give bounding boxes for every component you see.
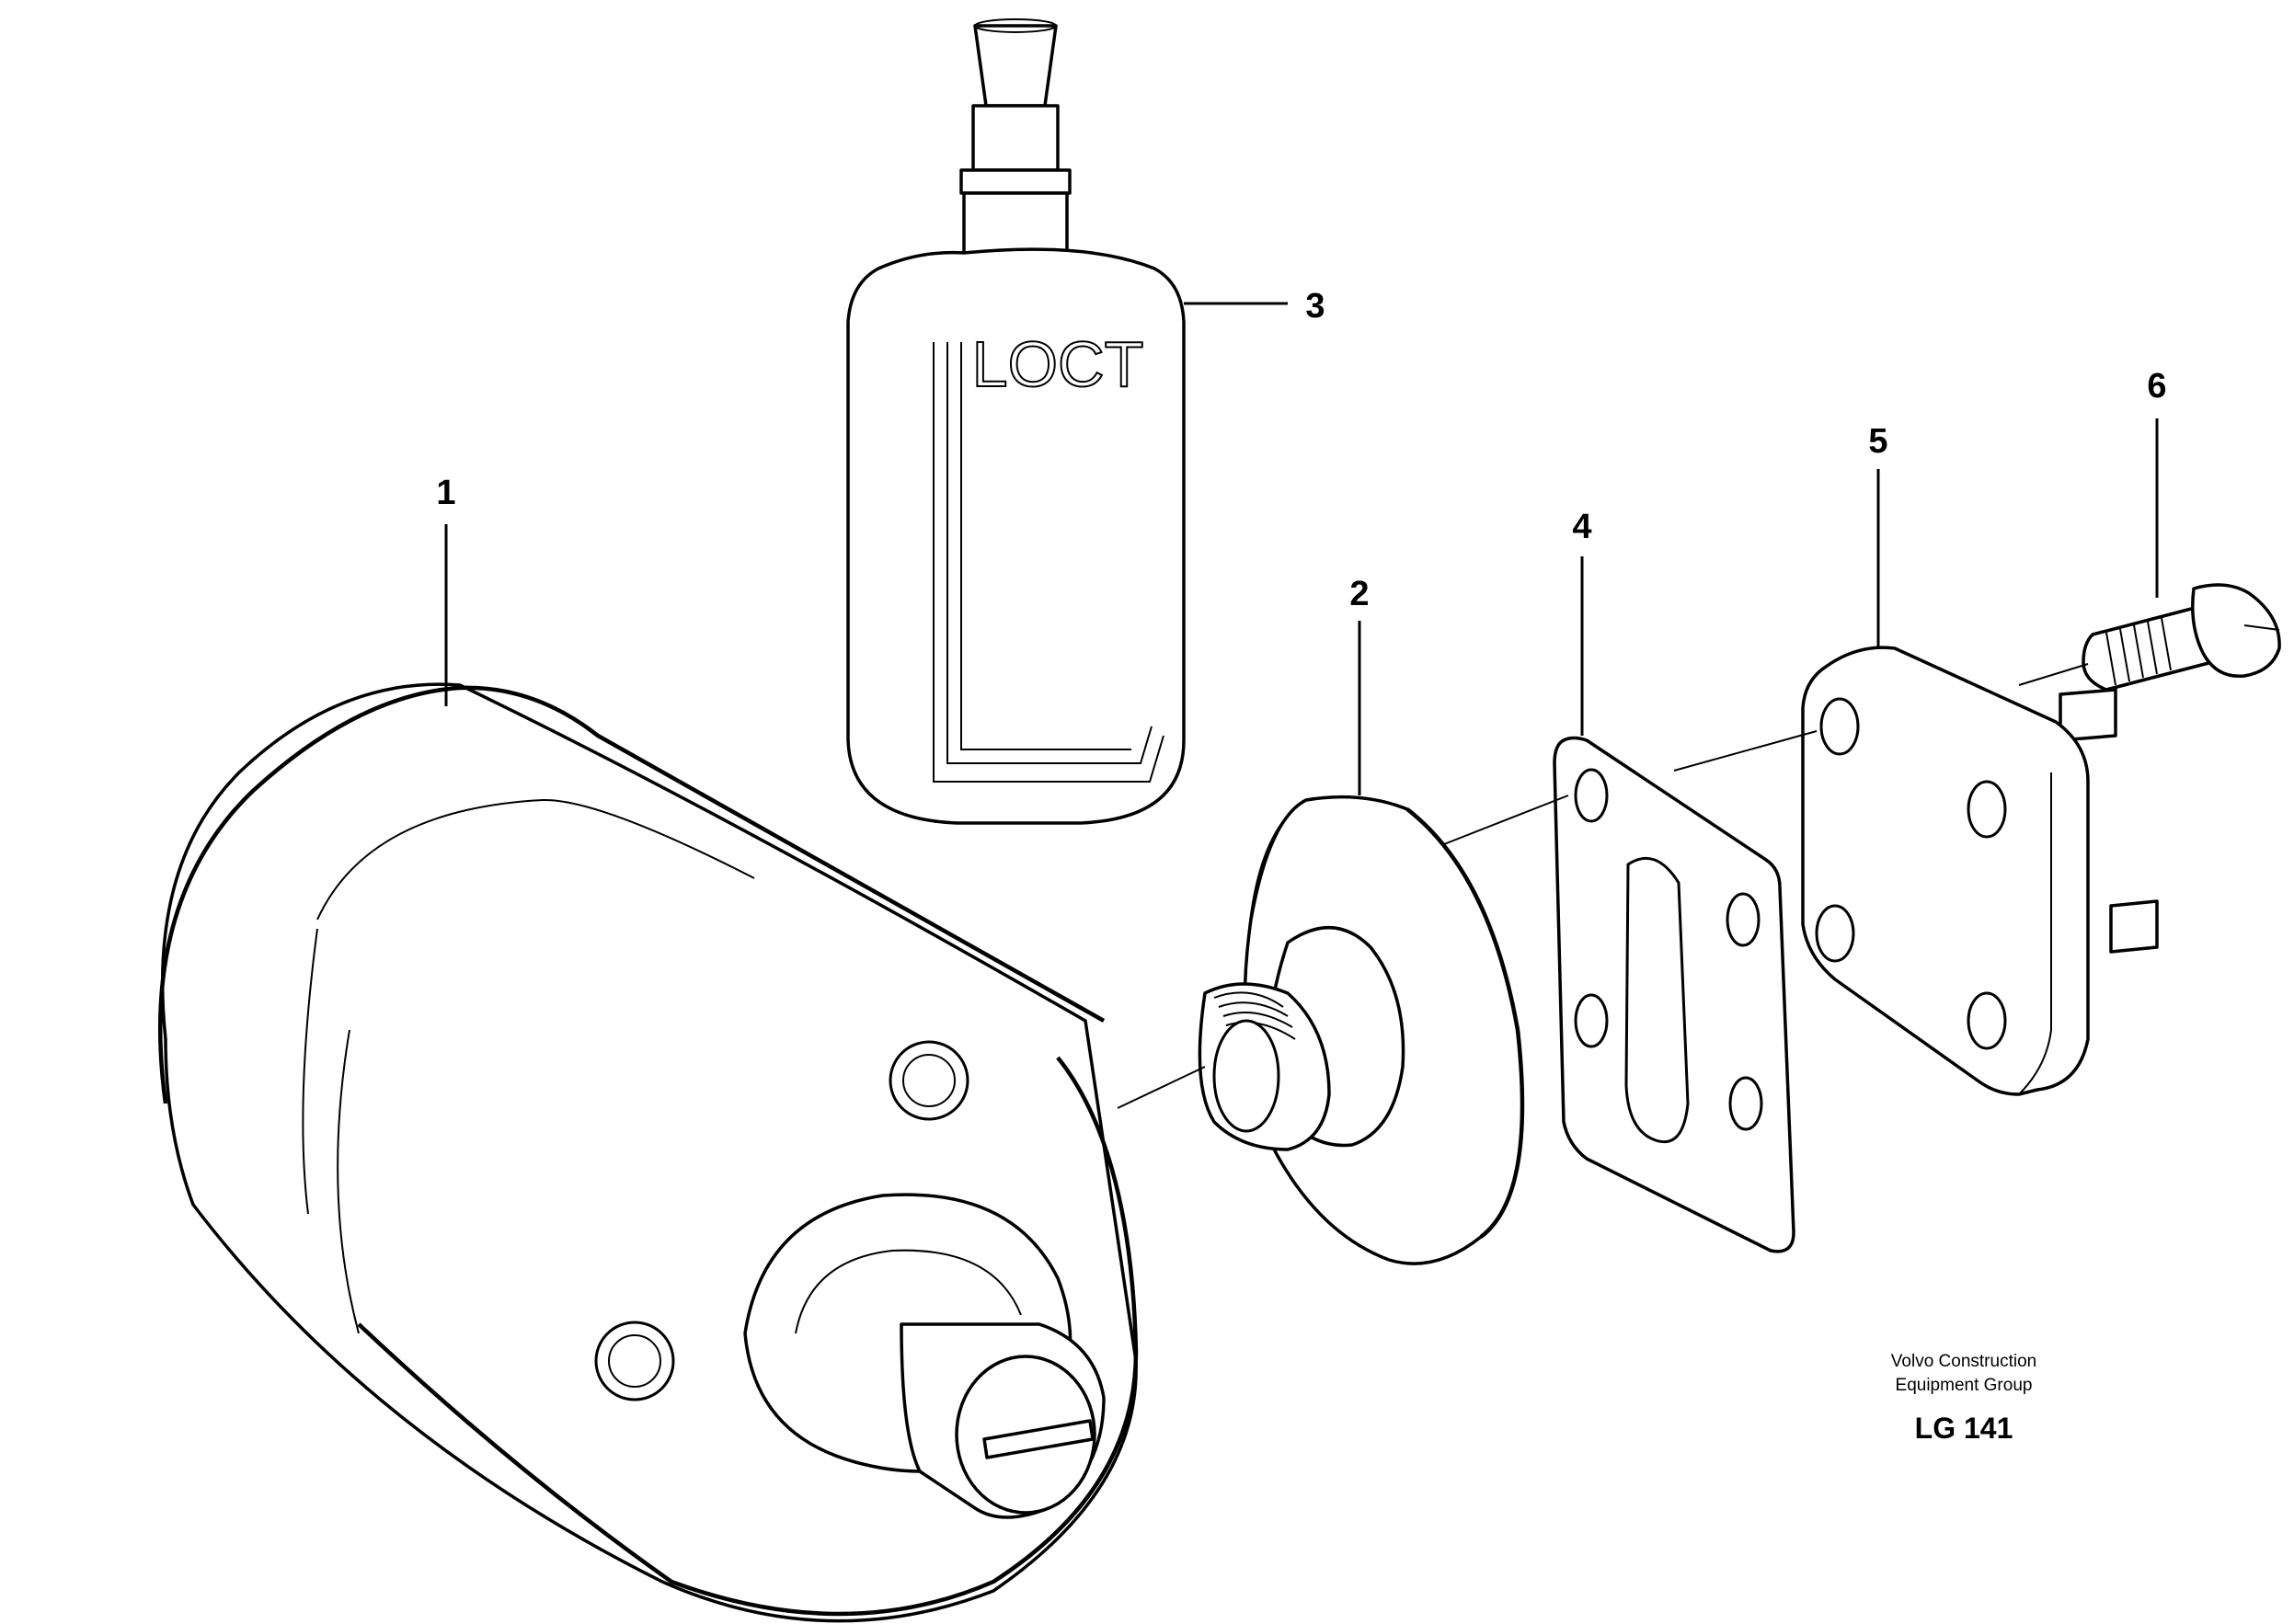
screw bbox=[2082, 418, 2281, 692]
sealant-bottle: LOCT bbox=[846, 18, 1288, 825]
flange-adapter bbox=[1198, 621, 1525, 1265]
part-label-4: 4 bbox=[1572, 508, 1591, 546]
gasket bbox=[1553, 556, 1795, 1253]
credit-line-1: Volvo Construction bbox=[1890, 1352, 2037, 1371]
part-label-3: 3 bbox=[1305, 287, 1325, 326]
credit-line-2: Equipment Group bbox=[1895, 1376, 2033, 1395]
part-label-5: 5 bbox=[1868, 422, 1887, 461]
figure-reference: LG 141 bbox=[1914, 1412, 2013, 1445]
part-label-1: 1 bbox=[436, 474, 455, 512]
cover-plate bbox=[1801, 469, 2159, 1096]
part-label-6: 6 bbox=[2147, 367, 2166, 406]
part-label-2: 2 bbox=[1349, 575, 1369, 613]
assembly-axis-lines bbox=[1117, 663, 2089, 1109]
svg-text:LOCT: LOCT bbox=[972, 328, 1144, 400]
publisher-credit: Volvo Construction Equipment Group bbox=[1826, 1350, 2102, 1398]
sensor-housing bbox=[157, 524, 1139, 1623]
